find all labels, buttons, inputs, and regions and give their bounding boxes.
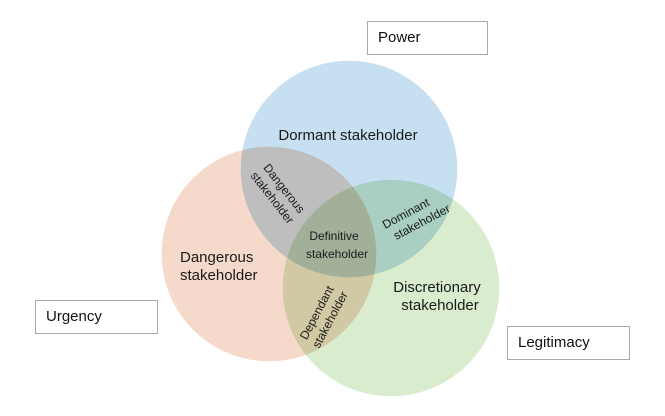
svg-text:Definitive: Definitive — [309, 229, 359, 243]
legitimacy-label-box: Legitimacy — [507, 326, 630, 360]
svg-text:stakeholder: stakeholder — [306, 247, 368, 261]
definitive-label: Definitive stakeholder — [306, 229, 368, 261]
discretionary-label: Discretionary stakeholder — [393, 279, 481, 314]
legitimacy-circle — [281, 178, 501, 398]
dormant-label: Dormant stakeholder — [278, 127, 417, 144]
power-label-box: Power — [367, 21, 488, 55]
svg-text:Discretionary: Discretionary — [393, 279, 481, 296]
svg-text:stakeholder: stakeholder — [401, 297, 479, 314]
dangerous-label: Dangerous stakeholder — [180, 249, 258, 284]
svg-text:Dangerous: Dangerous — [180, 249, 253, 266]
urgency-label-box: Urgency — [35, 300, 158, 334]
svg-text:stakeholder: stakeholder — [180, 267, 258, 284]
